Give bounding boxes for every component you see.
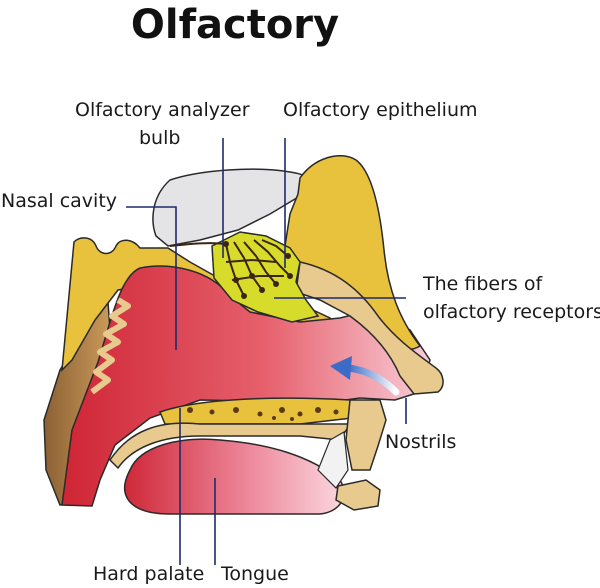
lower-lip	[335, 479, 381, 511]
upper-lip	[345, 399, 387, 471]
label-nasal-cavity: Nasal cavity	[1, 190, 118, 212]
label-epithelium: Olfactory epithelium	[283, 99, 478, 121]
hard-palate-bone	[159, 397, 364, 425]
leader-lines	[126, 138, 407, 565]
label-fibers-line1: The fibers of	[423, 273, 543, 295]
olfactory-nerve-fibers	[169, 239, 291, 297]
nasal-ridges	[90, 297, 131, 395]
palate-dots	[187, 407, 339, 421]
label-nostrils: Nostrils	[385, 431, 457, 453]
label-bulb-line1: Olfactory analyzer	[75, 99, 250, 121]
airflow-arrow-head	[330, 356, 352, 380]
label-hard-palate: Hard palate	[93, 563, 205, 585]
label-tongue: Tongue	[221, 563, 289, 585]
label-fibers-line2: olfactory receptors	[423, 301, 600, 323]
tongue-region	[124, 438, 345, 515]
nose-cartilage	[295, 261, 444, 395]
nasal-cavity-region	[61, 265, 431, 507]
airflow-arrow	[344, 364, 400, 396]
receptor-cells	[223, 241, 293, 299]
label-bulb-line2: bulb	[139, 127, 181, 149]
page-title: Olfactory	[130, 2, 340, 48]
teeth	[317, 431, 349, 489]
